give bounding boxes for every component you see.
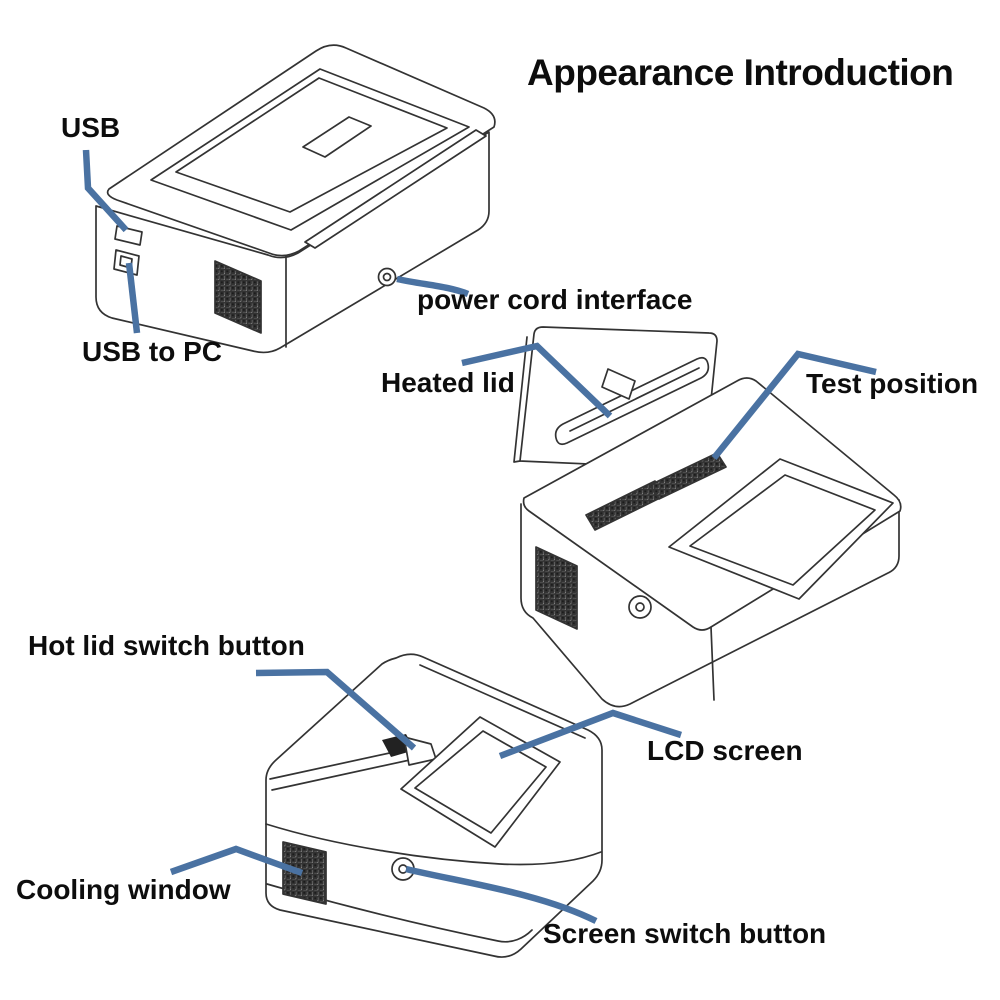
label-power-cord-interface: power cord interface (417, 284, 693, 315)
label-lcd-screen: LCD screen (647, 735, 803, 766)
usb-port (114, 225, 143, 246)
device-open-lid-view (513, 326, 902, 708)
label-heated-lid: Heated lid (381, 367, 515, 398)
leader-usb-to-pc (125, 262, 141, 334)
leader-usb (82, 149, 129, 233)
cooling-window-vents (282, 841, 327, 905)
label-cooling-window: Cooling window (16, 874, 231, 905)
leader-test-position (711, 350, 877, 461)
label-hot-lid-switch-button: Hot lid switch button (28, 630, 305, 661)
device-closed-lid-view (265, 653, 603, 958)
leader-hot-lid-switch (255, 668, 417, 751)
leader-heated-lid (461, 342, 613, 419)
label-screen-switch-button: Screen switch button (543, 918, 827, 949)
leader-power-cord (396, 275, 470, 298)
label-usb: USB (61, 112, 121, 143)
label-test-position: Test position (806, 368, 979, 399)
leader-cooling-window (169, 845, 304, 877)
power-cord-connector (377, 267, 397, 287)
label-usb-to-pc: USB to PC (82, 336, 222, 367)
device-closed-front-view (95, 44, 496, 354)
leader-screen-switch (405, 865, 598, 924)
page-title: Appearance Introduction (527, 52, 954, 93)
leader-lcd-screen (498, 709, 683, 760)
